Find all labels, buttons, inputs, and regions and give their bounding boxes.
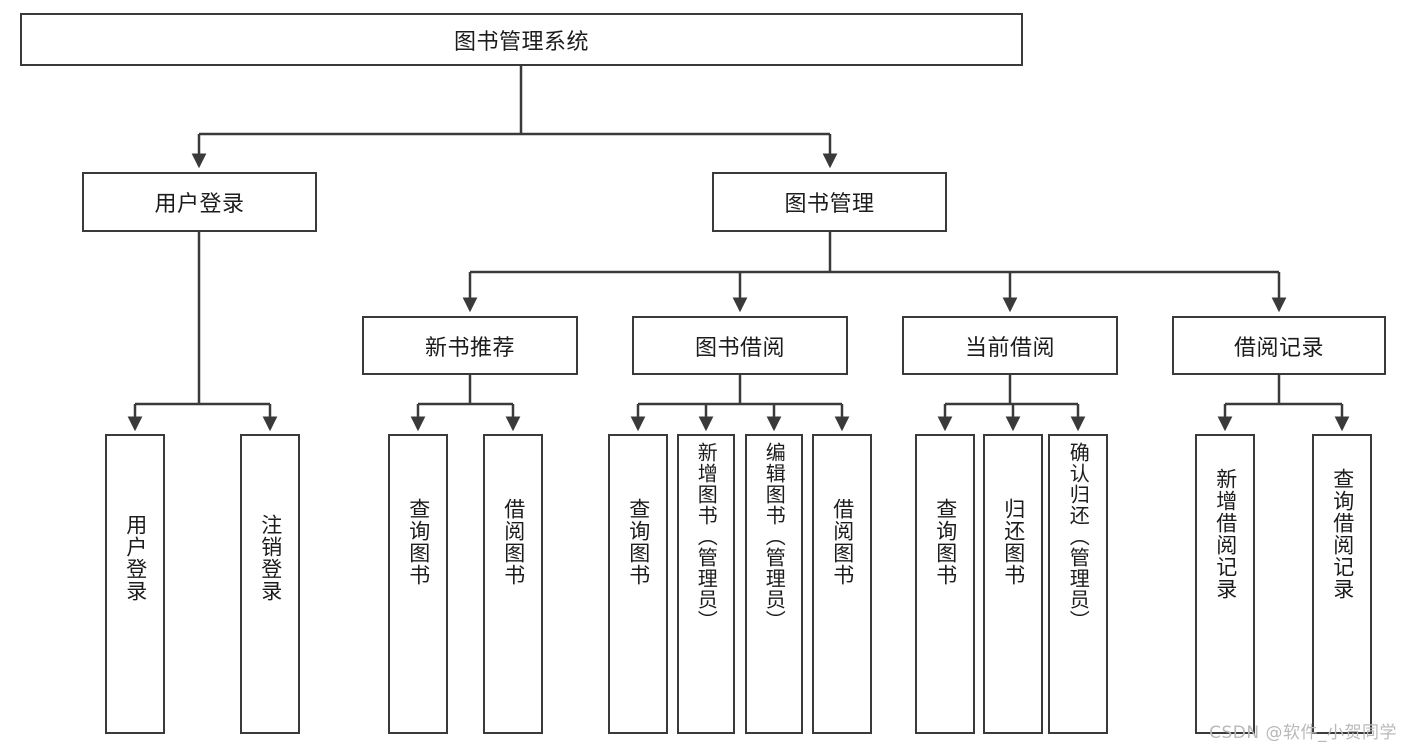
node-leaf-return-book[interactable]: 归还图书 (983, 434, 1043, 734)
node-leaf-query-record[interactable]: 查询借阅记录 (1312, 434, 1372, 734)
node-book-borrow-label: 图书借阅 (694, 335, 785, 361)
node-leaf-query-book-2[interactable]: 查询图书 (608, 434, 668, 734)
node-leaf-return-book-label: 归还图书 (1001, 498, 1026, 586)
node-leaf-confirm-return-label: 确认归还（管理员） (1066, 442, 1091, 631)
node-leaf-add-record-label: 新增借阅记录 (1213, 468, 1238, 600)
node-leaf-borrow-book-2-label: 借阅图书 (830, 498, 855, 586)
node-leaf-query-book-3[interactable]: 查询图书 (915, 434, 975, 734)
node-book-manage[interactable]: 图书管理 (712, 172, 947, 232)
node-leaf-borrow-book-2[interactable]: 借阅图书 (812, 434, 872, 734)
node-borrow-record[interactable]: 借阅记录 (1172, 316, 1386, 375)
node-leaf-query-book-1[interactable]: 查询图书 (388, 434, 448, 734)
node-leaf-add-record[interactable]: 新增借阅记录 (1195, 434, 1255, 734)
node-leaf-add-book-label: 新增图书（管理员） (694, 442, 719, 631)
node-root-label: 图书管理系统 (453, 29, 589, 55)
node-borrow-record-label: 借阅记录 (1233, 335, 1324, 361)
node-leaf-user-logout-label: 注销登录 (258, 514, 283, 602)
node-leaf-user-login-label: 用户登录 (123, 514, 148, 602)
node-leaf-confirm-return[interactable]: 确认归还（管理员） (1048, 434, 1108, 734)
node-book-borrow[interactable]: 图书借阅 (632, 316, 848, 375)
node-user-login[interactable]: 用户登录 (82, 172, 317, 232)
node-leaf-edit-book[interactable]: 编辑图书（管理员） (745, 434, 803, 734)
node-leaf-user-logout[interactable]: 注销登录 (240, 434, 300, 734)
node-leaf-user-login[interactable]: 用户登录 (105, 434, 165, 734)
node-leaf-add-book[interactable]: 新增图书（管理员） (677, 434, 735, 734)
node-leaf-query-book-3-label: 查询图书 (933, 498, 958, 586)
node-current-borrow[interactable]: 当前借阅 (902, 316, 1118, 375)
node-book-manage-label: 图书管理 (784, 192, 875, 217)
node-leaf-borrow-book-1-label: 借阅图书 (501, 498, 526, 586)
node-new-book-recommend[interactable]: 新书推荐 (362, 316, 578, 375)
node-leaf-query-record-label: 查询借阅记录 (1330, 468, 1355, 600)
node-leaf-borrow-book-1[interactable]: 借阅图书 (483, 434, 543, 734)
watermark: CSDN @软件_小贺同学 (1209, 723, 1397, 743)
node-leaf-query-book-1-label: 查询图书 (406, 498, 431, 586)
node-new-book-recommend-label: 新书推荐 (424, 335, 515, 361)
node-leaf-edit-book-label: 编辑图书（管理员） (762, 442, 787, 631)
node-leaf-query-book-2-label: 查询图书 (626, 498, 651, 586)
node-root[interactable]: 图书管理系统 (20, 13, 1023, 66)
node-current-borrow-label: 当前借阅 (964, 335, 1055, 361)
node-user-login-label: 用户登录 (154, 192, 245, 217)
